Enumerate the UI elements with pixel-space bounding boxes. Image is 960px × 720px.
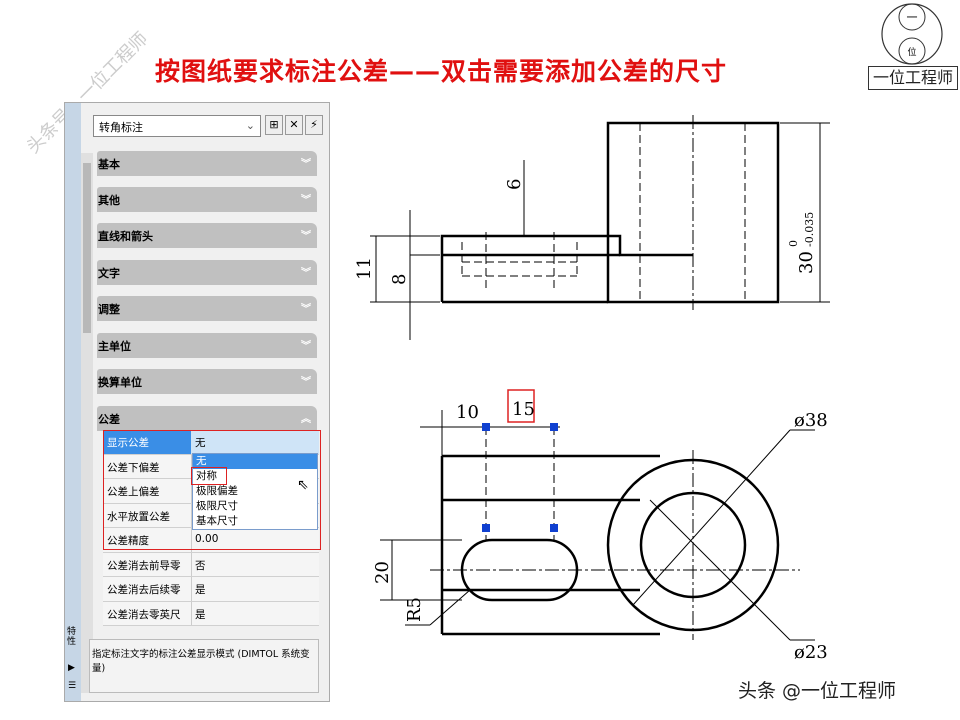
dim-30: 30 [796, 251, 817, 274]
property-description: 指定标注文字的标注公差显示模式 (DIMTOL 系统变量) [89, 639, 319, 693]
chevron-down-icon: ︾ [301, 268, 311, 279]
quick-select-button[interactable]: ⊞ [265, 115, 283, 135]
dim-20: 20 [372, 561, 393, 584]
option-none[interactable]: 无 [193, 454, 317, 469]
logo: 一位 一位工程师 [866, 2, 958, 92]
callout-box-symmetric [191, 467, 227, 485]
section-primary-units[interactable]: 主单位︾ [97, 333, 317, 358]
chevron-down-icon: ︾ [301, 159, 311, 170]
chevron-down-icon: ⌄ [245, 119, 255, 132]
panel-side-strip [65, 103, 81, 701]
dim-r5: R5 [404, 597, 425, 622]
section-alt-units[interactable]: 换算单位︾ [97, 369, 317, 394]
logo-circle-top: 一 [907, 11, 918, 24]
section-lines-arrows[interactable]: 直线和箭头︾ [97, 223, 317, 248]
prop-suppress-trailing[interactable]: 公差消去后续零是 [103, 577, 319, 602]
dim-style-value: 转角标注 [99, 121, 143, 134]
properties-panel: 转角标注⌄ ⊞ ✕ ⚡ 基本︾ 其他︾ 直线和箭头︾ 文字︾ 调整︾ 主单位︾ … [64, 102, 330, 702]
prop-suppress-leading[interactable]: 公差消去前导零否 [103, 552, 319, 577]
option-limits[interactable]: 极限尺寸 [196, 500, 238, 512]
chevron-up-icon: ︽ [301, 414, 311, 425]
dim-11: 11 [354, 257, 375, 280]
option-basic[interactable]: 基本尺寸 [196, 515, 238, 527]
section-basic[interactable]: 基本︾ [97, 151, 317, 176]
mouse-cursor-icon: ⇖ [297, 477, 309, 493]
side-label: 特性 [67, 627, 77, 647]
section-text[interactable]: 文字︾ [97, 260, 317, 285]
dim-10: 10 [456, 402, 479, 423]
prop-display-tolerance[interactable]: 显示公差无 [103, 430, 319, 455]
option-symmetric[interactable]: 对称 [196, 470, 217, 482]
dim-30-upper: 0 [787, 240, 800, 247]
option-deviation[interactable]: 极限偏差 [196, 485, 238, 497]
select-objects-button[interactable]: ✕ [285, 115, 303, 135]
dim-6: 6 [504, 179, 525, 190]
section-fit[interactable]: 调整︾ [97, 296, 317, 321]
play-icon[interactable]: ▶ [68, 663, 75, 673]
section-tolerances[interactable]: 公差︽ [97, 406, 317, 431]
dim-30-lower: -0.035 [803, 212, 816, 247]
dim-phi38: ø38 [794, 410, 828, 431]
dim-8: 8 [389, 274, 410, 285]
callout-box [103, 430, 321, 550]
chevron-down-icon: ︾ [301, 195, 311, 206]
scroll-thumb[interactable] [83, 163, 91, 333]
dim-style-select[interactable]: 转角标注 ⌄ [93, 115, 261, 137]
dim-15: 15 [512, 399, 535, 420]
chevron-down-icon: ︾ [301, 231, 311, 242]
chevron-down-icon: ︾ [301, 377, 311, 388]
panel-scrollbar[interactable] [81, 153, 93, 693]
logo-text: 一位工程师 [868, 66, 958, 90]
tolerance-dropdown-list: 无 对称 极限偏差 极限尺寸 基本尺寸 [192, 453, 318, 530]
dim-phi23: ø23 [794, 642, 828, 663]
pickadd-button[interactable]: ⚡ [305, 115, 323, 135]
logo-circle-bottom: 位 [907, 46, 916, 58]
page-title: 按图纸要求标注公差——双击需要添加公差的尺寸 [155, 57, 728, 86]
footer-watermark: 头条 @一位工程师 [738, 680, 897, 702]
list-icon[interactable]: ☰ [68, 681, 77, 691]
chevron-down-icon: ︾ [301, 304, 311, 315]
section-other[interactable]: 其他︾ [97, 187, 317, 212]
prop-suppress-feet[interactable]: 公差消去零英尺是 [103, 601, 319, 626]
chevron-down-icon: ︾ [301, 341, 311, 352]
